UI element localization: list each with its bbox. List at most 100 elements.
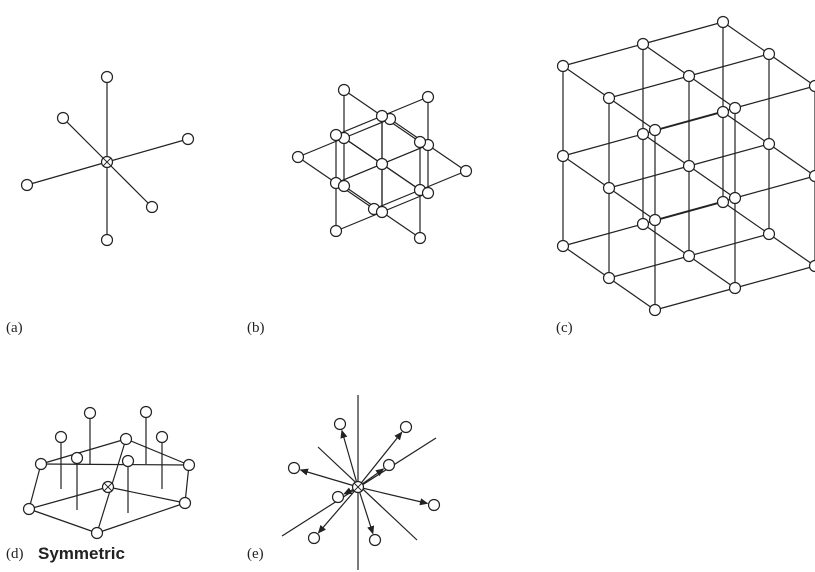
- hexagon-edge: [125, 438, 190, 466]
- displacement-arrow: [299, 468, 359, 488]
- bond-line: [106, 161, 153, 208]
- atom-node: [155, 430, 169, 444]
- displacement-arrow: [357, 486, 375, 535]
- atom-node: [331, 490, 345, 504]
- diagonal-bond: [40, 463, 190, 466]
- lattice-bond: [642, 21, 724, 45]
- lattice-bond: [608, 75, 690, 99]
- atom-node: [399, 420, 413, 434]
- atom-node: [22, 502, 36, 516]
- atom-node: [121, 454, 135, 468]
- atom-node: [333, 417, 347, 431]
- atom-node: [100, 233, 114, 247]
- atom-node: [556, 59, 570, 73]
- atom-node: [182, 458, 196, 472]
- lattice-bond: [734, 175, 815, 199]
- atom-node: [682, 69, 696, 83]
- panel-label-a: (a): [6, 320, 23, 336]
- atom-node: [682, 249, 696, 263]
- panel-b-cubic-lattice: [291, 83, 473, 245]
- lattice-bond: [768, 233, 815, 267]
- atom-node: [375, 109, 389, 123]
- atom-node: [716, 195, 730, 209]
- lattice-bond: [722, 21, 770, 55]
- lattice-bond: [381, 192, 429, 213]
- panel-label-c: (c): [556, 320, 573, 336]
- diagonal-bond: [107, 486, 186, 504]
- atom-node: [337, 179, 351, 193]
- panel-a-star-lattice: [20, 70, 195, 247]
- atom-node: [413, 135, 427, 149]
- atom-node: [178, 496, 192, 510]
- atom-node: [728, 191, 742, 205]
- lattice-bond: [381, 144, 429, 165]
- lattice-bond: [562, 65, 610, 99]
- lattice-bond: [608, 255, 690, 279]
- atom-node: [728, 101, 742, 115]
- node-cross-mark: [102, 157, 112, 167]
- atom-node: [716, 105, 730, 119]
- atom-node: [459, 164, 473, 178]
- atom-node: [808, 169, 815, 183]
- node-cross-mark: [353, 482, 363, 492]
- atom-node: [34, 457, 48, 471]
- atom-node: [375, 157, 389, 171]
- panel-label-b: (b): [247, 320, 265, 336]
- atom-node: [83, 406, 97, 420]
- displacement-arrow: [357, 486, 429, 506]
- atom-node: [808, 259, 815, 273]
- atom-node: [100, 70, 114, 84]
- lattice-bond: [335, 115, 383, 136]
- panel-e-radial-displacement: [281, 395, 441, 570]
- node-cross-mark: [103, 482, 113, 492]
- lattice-bond: [335, 163, 383, 184]
- lattice-bond: [688, 75, 736, 109]
- panel-caption-symmetric: Symmetric: [38, 544, 125, 563]
- atom-node: [427, 498, 441, 512]
- atom-node: [56, 111, 70, 125]
- displacement-arrow: [317, 486, 359, 534]
- atom-node: [648, 213, 662, 227]
- atom-node: [636, 37, 650, 51]
- atom-node: [808, 79, 815, 93]
- bond-line: [106, 138, 189, 163]
- lattice-bond: [608, 97, 656, 131]
- lattice-bond: [335, 211, 383, 232]
- lattice-bond: [381, 163, 421, 191]
- atom-node: [90, 526, 104, 540]
- atom-node: [556, 149, 570, 163]
- axis-line: [317, 446, 418, 541]
- lattice-bond: [722, 201, 770, 235]
- atom-node: [636, 217, 650, 231]
- atom-node: [329, 128, 343, 142]
- panel-d-symmetric-hexagon-lattice: [22, 405, 196, 540]
- atom-node: [728, 281, 742, 295]
- atom-node: [139, 405, 153, 419]
- lattice-bond: [343, 137, 383, 165]
- lattice-bond: [562, 43, 644, 67]
- lattice-bond: [562, 223, 644, 247]
- lattice-bond: [688, 165, 736, 199]
- atom-node: [119, 432, 133, 446]
- lattice-bond: [427, 144, 467, 172]
- atom-node: [602, 271, 616, 285]
- atom-node: [307, 531, 321, 545]
- atom-node: [145, 200, 159, 214]
- atom-node: [421, 186, 435, 200]
- atom-node: [329, 224, 343, 238]
- atom-node: [762, 137, 776, 151]
- atom-node: [291, 150, 305, 164]
- atom-node: [762, 227, 776, 241]
- atom-node: [375, 205, 389, 219]
- lattice-bond: [608, 165, 690, 189]
- atom-node: [54, 430, 68, 444]
- atom-node: [413, 231, 427, 245]
- lattice-bond: [722, 111, 770, 145]
- atom-node: [287, 461, 301, 475]
- atom-node: [556, 239, 570, 253]
- lattice-bond: [768, 143, 815, 177]
- atom-node: [382, 458, 396, 472]
- atom-node: [602, 91, 616, 105]
- atom-node: [368, 533, 382, 547]
